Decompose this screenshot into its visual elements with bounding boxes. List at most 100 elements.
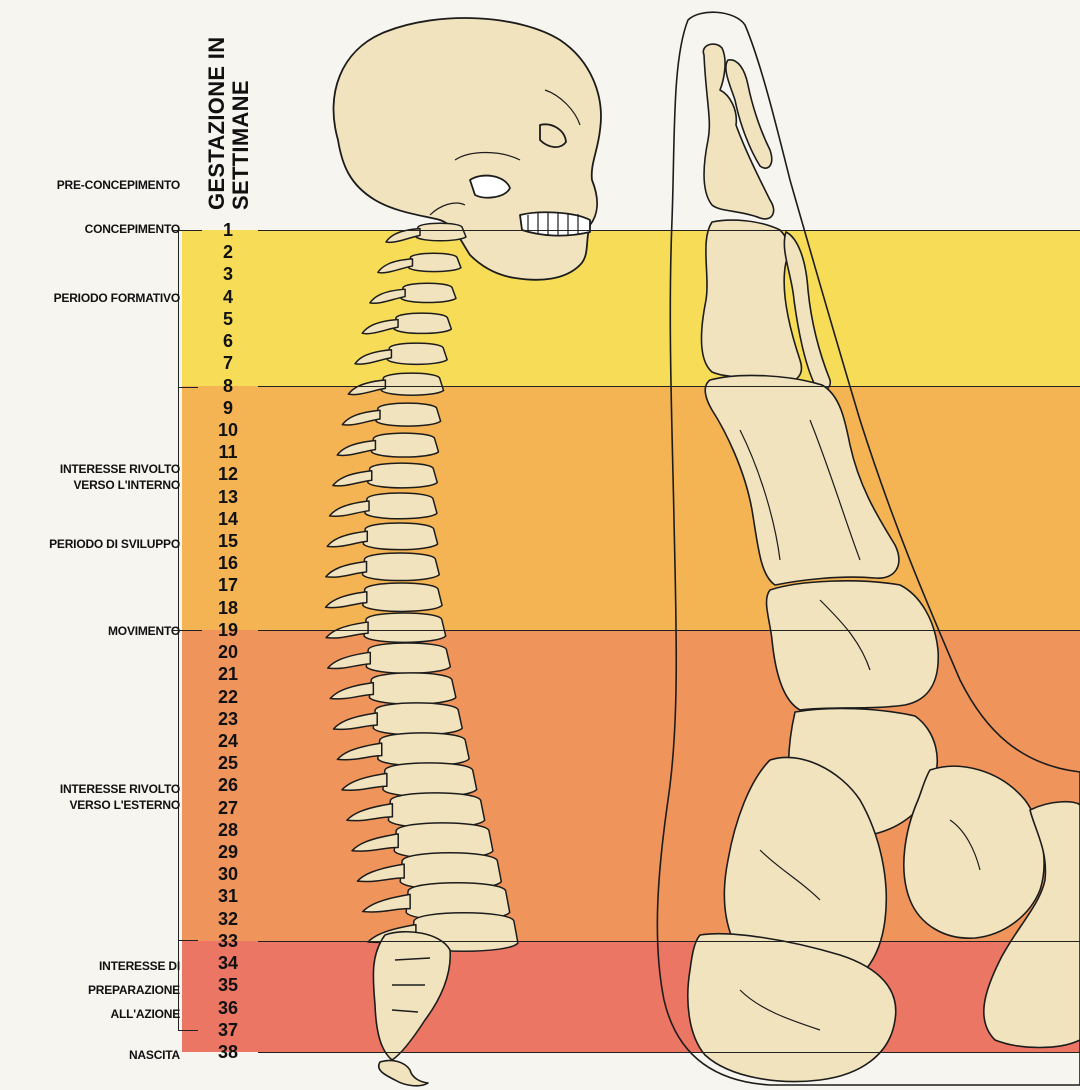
- label-interesse-interno: INTERESSE RIVOLTO VERSO L'INTERNO: [60, 461, 180, 493]
- week-number: 14: [200, 509, 256, 529]
- spinous-process: [342, 773, 387, 790]
- divider-line: [258, 630, 1080, 631]
- week-number: 4: [200, 287, 256, 307]
- spinous-process: [363, 894, 410, 912]
- label-interesse-esterno: INTERESSE RIVOLTO VERSO L'ESTERNO: [60, 781, 180, 813]
- foot-bones: [688, 44, 1080, 1081]
- week-number: 27: [200, 798, 256, 818]
- vertebra: [365, 493, 437, 519]
- spinous-process: [337, 743, 381, 760]
- spinous-process: [330, 683, 373, 699]
- week-number: 20: [200, 642, 256, 662]
- vertebra: [394, 313, 451, 333]
- vertebra: [376, 403, 441, 426]
- spinous-process: [330, 501, 369, 516]
- vertebra: [363, 553, 440, 581]
- label-periodo-sviluppo: PERIODO DI SVILUPPO: [49, 536, 180, 552]
- vertebra: [383, 763, 477, 797]
- tick-week-8: [178, 387, 198, 388]
- week-number: 18: [200, 598, 256, 618]
- spinous-process: [337, 440, 375, 455]
- week-number: 31: [200, 886, 256, 906]
- label-interesse-azione: INTERESSE DI PREPARAZIONE ALL'AZIONE: [88, 954, 180, 1026]
- spinous-process: [327, 531, 367, 546]
- tick-week-33: [178, 940, 198, 941]
- vertebra: [363, 583, 442, 611]
- week-number: 6: [200, 331, 256, 351]
- spinous-process: [328, 652, 371, 668]
- week-number: 8: [200, 376, 256, 396]
- tick-movimento: [172, 630, 202, 631]
- vertebra: [366, 643, 450, 673]
- vertebra: [371, 433, 438, 457]
- week-number: 35: [200, 975, 256, 995]
- week-number: 34: [200, 953, 256, 973]
- week-number: 36: [200, 998, 256, 1018]
- label-nascita: NASCITA: [129, 1047, 180, 1063]
- week-number: 19: [200, 620, 256, 640]
- week-number: 26: [200, 775, 256, 795]
- vertebra: [408, 253, 460, 271]
- spinous-process: [333, 713, 377, 730]
- vertebra: [416, 223, 466, 241]
- spinous-process: [357, 864, 404, 881]
- skull: [333, 18, 600, 280]
- week-number: 11: [200, 442, 256, 462]
- vertebra: [364, 613, 446, 642]
- week-number: 29: [200, 842, 256, 862]
- week-number: 23: [200, 709, 256, 729]
- spinous-process: [362, 319, 398, 333]
- vertebra: [363, 523, 437, 550]
- week-number: 12: [200, 464, 256, 484]
- divider-line: [258, 230, 1080, 231]
- label-pre-concepimento: PRE-CONCEPIMENTO: [57, 177, 180, 193]
- spinous-process: [378, 259, 413, 273]
- spinous-process: [352, 834, 398, 851]
- spinous-process: [348, 380, 385, 395]
- divider-line: [258, 1052, 1080, 1053]
- week-number: 25: [200, 753, 256, 773]
- week-number: 5: [200, 309, 256, 329]
- spinous-process: [355, 350, 391, 364]
- spinous-process: [342, 410, 380, 425]
- week-number: 10: [200, 420, 256, 440]
- axis-title-text: GESTAZIONE IN SETTIMANE: [205, 10, 265, 210]
- week-number: 24: [200, 731, 256, 751]
- week-number: 22: [200, 687, 256, 707]
- week-number: 33: [200, 931, 256, 951]
- week-number: 2: [200, 242, 256, 262]
- spinous-process: [347, 804, 393, 821]
- spinous-process: [333, 471, 372, 486]
- sacrum-coccyx: [373, 932, 450, 1086]
- vertebra: [401, 283, 456, 302]
- week-number: 28: [200, 820, 256, 840]
- vertebra: [369, 673, 456, 704]
- tick-week-37: [178, 1030, 198, 1031]
- label-periodo-formativo: PERIODO FORMATIVO: [54, 290, 180, 306]
- week-number: 30: [200, 864, 256, 884]
- axis-title: GESTAZIONE IN SETTIMANE: [205, 10, 265, 210]
- vertebra: [368, 463, 437, 488]
- week-number: 1: [200, 220, 256, 240]
- week-number: 13: [200, 487, 256, 507]
- tick-concepimento: [172, 230, 202, 231]
- spinous-process: [370, 289, 405, 303]
- divider-line: [258, 386, 1080, 387]
- divider-line: [258, 941, 1080, 942]
- week-number: 15: [200, 531, 256, 551]
- week-number: 32: [200, 909, 256, 929]
- week-number: 16: [200, 553, 256, 573]
- week-number: 38: [200, 1042, 256, 1062]
- vertebra: [378, 733, 469, 766]
- week-number: 9: [200, 398, 256, 418]
- spinous-process: [326, 592, 367, 608]
- vertebra: [387, 343, 447, 364]
- week-number: 21: [200, 664, 256, 684]
- spine: [326, 223, 518, 951]
- week-number: 3: [200, 264, 256, 284]
- label-movimento: MOVIMENTO: [108, 623, 180, 639]
- label-concepimento: CONCEPIMENTO: [85, 221, 180, 237]
- spinous-process: [326, 562, 367, 578]
- vertebra: [373, 703, 462, 735]
